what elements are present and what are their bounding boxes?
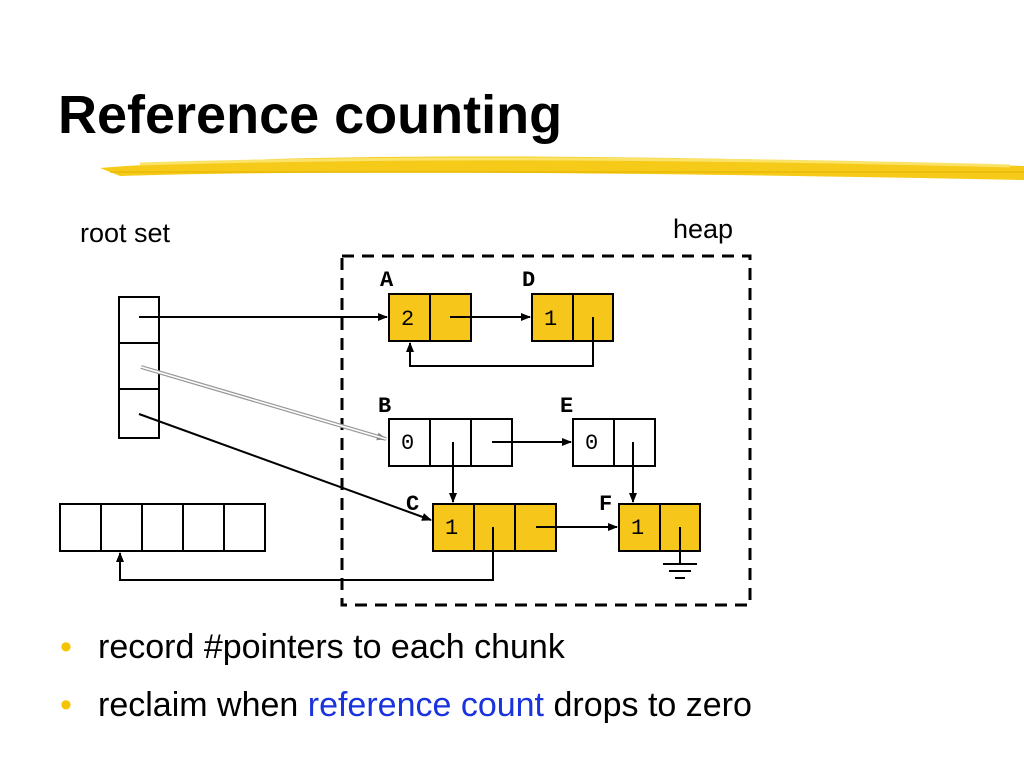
node-c: C 1 bbox=[406, 492, 557, 552]
node-c-name: C bbox=[406, 492, 419, 517]
bullet-text: reclaim when reference count drops to ze… bbox=[98, 686, 752, 725]
root-slot-2 bbox=[118, 342, 160, 390]
node-f: F 1 bbox=[599, 492, 701, 552]
root-slot-1 bbox=[118, 296, 160, 344]
pointer-arrows bbox=[116, 313, 681, 581]
node-b-count: 0 bbox=[401, 431, 414, 456]
node-e-name: E bbox=[560, 394, 573, 419]
node-a: A 2 bbox=[380, 268, 472, 342]
highlighted-term: reference count bbox=[307, 686, 545, 724]
node-d-count: 1 bbox=[544, 307, 557, 332]
node-e: E 0 bbox=[560, 394, 656, 467]
node-b: B 0 bbox=[378, 394, 513, 467]
node-e-count: 0 bbox=[585, 431, 598, 456]
title-underline bbox=[100, 156, 1024, 180]
null-ground-icon bbox=[663, 563, 697, 579]
heap-label: heap bbox=[673, 214, 733, 244]
bullet-dot-icon: • bbox=[60, 628, 72, 666]
slide-title: Reference counting bbox=[58, 85, 563, 145]
root-set-label: root set bbox=[80, 218, 171, 248]
node-b-name: B bbox=[378, 394, 391, 419]
heap-boundary bbox=[340, 254, 752, 607]
arrow-root-to-c bbox=[138, 413, 432, 521]
bullet-text-after: drops to zero bbox=[544, 686, 752, 724]
bullet-dot-icon: • bbox=[60, 686, 72, 724]
node-f-count: 1 bbox=[631, 516, 644, 541]
node-d-name: D bbox=[522, 268, 535, 293]
bullet-text: record #pointers to each chunk bbox=[98, 628, 565, 666]
node-d: D 1 bbox=[522, 268, 614, 342]
pointer-array bbox=[59, 503, 266, 552]
arrow-c-to-array bbox=[116, 527, 494, 581]
bullet-list: • record #pointers to each chunk • recla… bbox=[60, 628, 752, 744]
bullet-item: • record #pointers to each chunk bbox=[60, 628, 752, 686]
node-c-count: 1 bbox=[445, 516, 458, 541]
arrow-d-to-a bbox=[406, 317, 594, 367]
bullet-text-before: reclaim when bbox=[98, 686, 308, 724]
root-set-stack bbox=[118, 296, 160, 439]
node-f-name: F bbox=[599, 492, 612, 517]
node-a-name: A bbox=[380, 268, 394, 293]
bullet-item: • reclaim when reference count drops to … bbox=[60, 686, 752, 744]
deleted-pointer-root-to-b bbox=[140, 365, 387, 441]
root-slot-3 bbox=[118, 388, 160, 439]
node-a-count: 2 bbox=[401, 307, 414, 332]
